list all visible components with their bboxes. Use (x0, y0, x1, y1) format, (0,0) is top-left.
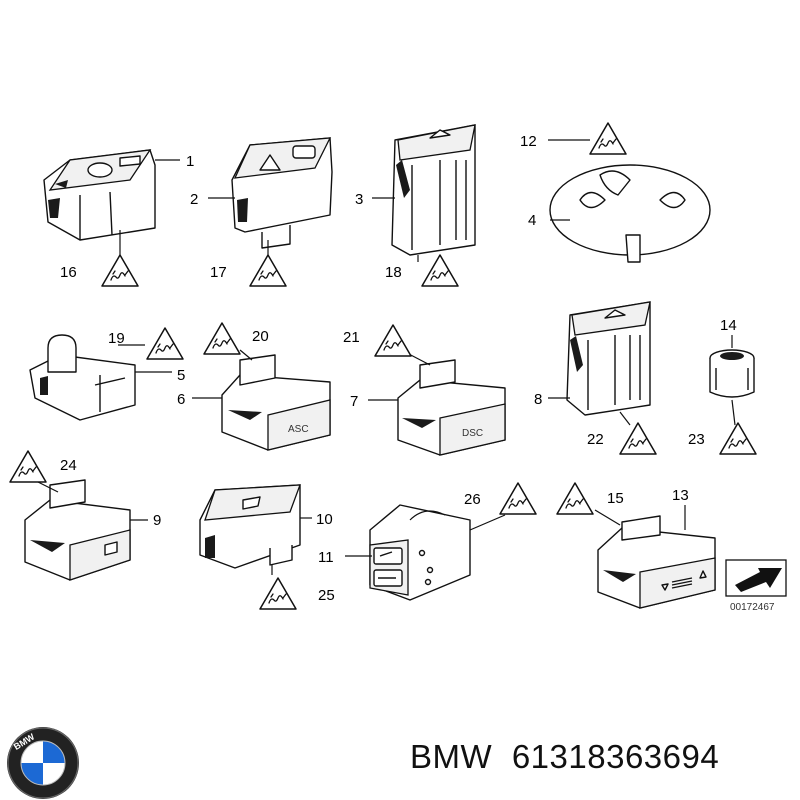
warning-icon-16 (101, 254, 139, 287)
part-3-switch (391, 124, 476, 256)
callout-17: 17 (210, 264, 227, 281)
callout-13: 13 (672, 487, 689, 504)
part-number: 61318363694 (511, 738, 720, 775)
callout-10: 10 (316, 511, 333, 528)
warning-icon-18 (421, 254, 459, 287)
callout-25: 25 (318, 587, 335, 604)
asc-button-label: ASC (288, 424, 309, 435)
callout-1: 1 (186, 153, 194, 170)
callout-18: 18 (385, 264, 402, 281)
callout-8: 8 (534, 391, 542, 408)
callout-26: 26 (464, 491, 481, 508)
warning-icon-12 (589, 122, 627, 155)
part-11-switch (369, 504, 471, 601)
part-14-round-plug (709, 349, 755, 398)
warning-icon-19 (146, 327, 184, 360)
warning-icon-24 (9, 450, 47, 483)
warning-icon-23 (719, 422, 757, 455)
warning-icon-25 (259, 577, 297, 610)
warning-icon-26 (499, 482, 537, 515)
callout-12: 12 (520, 133, 537, 150)
callout-3: 3 (355, 191, 363, 208)
callout-9: 9 (153, 512, 161, 529)
callout-20: 20 (252, 328, 269, 345)
diagram-code-box: 00172467 (725, 559, 787, 613)
warning-icon-15 (556, 482, 594, 515)
warning-icon-21 (374, 324, 412, 357)
part-9-switch (24, 479, 131, 581)
parts-diagram: ASC DSC (9, 122, 787, 613)
brand-name: BMW (410, 738, 493, 775)
warning-icon-20 (203, 322, 241, 355)
warning-icon-22 (619, 422, 657, 455)
part-8-switch (566, 301, 651, 416)
dsc-button-label: DSC (462, 428, 483, 439)
part-5-switch (29, 334, 136, 421)
part-10-switch (199, 484, 301, 569)
callout-15: 15 (607, 490, 624, 507)
callout-numbers: 1 2 3 4 5 6 7 8 9 10 11 12 13 14 15 16 1… (60, 133, 737, 604)
callout-4: 4 (528, 212, 536, 229)
part-2-switch (231, 137, 333, 249)
callout-11: 11 (318, 549, 334, 566)
part-7-dsc-switch: DSC (397, 359, 506, 456)
callout-21: 21 (343, 329, 360, 346)
part-13-switch (597, 515, 716, 609)
callout-24: 24 (60, 457, 77, 474)
callout-2: 2 (190, 191, 198, 208)
warning-icon-17 (249, 254, 287, 287)
callout-22: 22 (587, 431, 604, 448)
part-4-cover-plate (549, 164, 711, 263)
diagram-code-text: 00172467 (730, 602, 775, 613)
part-1-switch (43, 149, 156, 241)
callout-19: 19 (108, 330, 125, 347)
callout-7: 7 (350, 393, 358, 410)
callout-6: 6 (177, 391, 185, 408)
footer: BMW 61318363694 (410, 738, 719, 776)
callout-14: 14 (720, 317, 737, 334)
bmw-logo: BMW (7, 727, 79, 799)
callout-5: 5 (177, 367, 185, 384)
callout-23: 23 (688, 431, 705, 448)
callout-16: 16 (60, 264, 77, 281)
part-6-asc-switch: ASC (221, 354, 331, 451)
